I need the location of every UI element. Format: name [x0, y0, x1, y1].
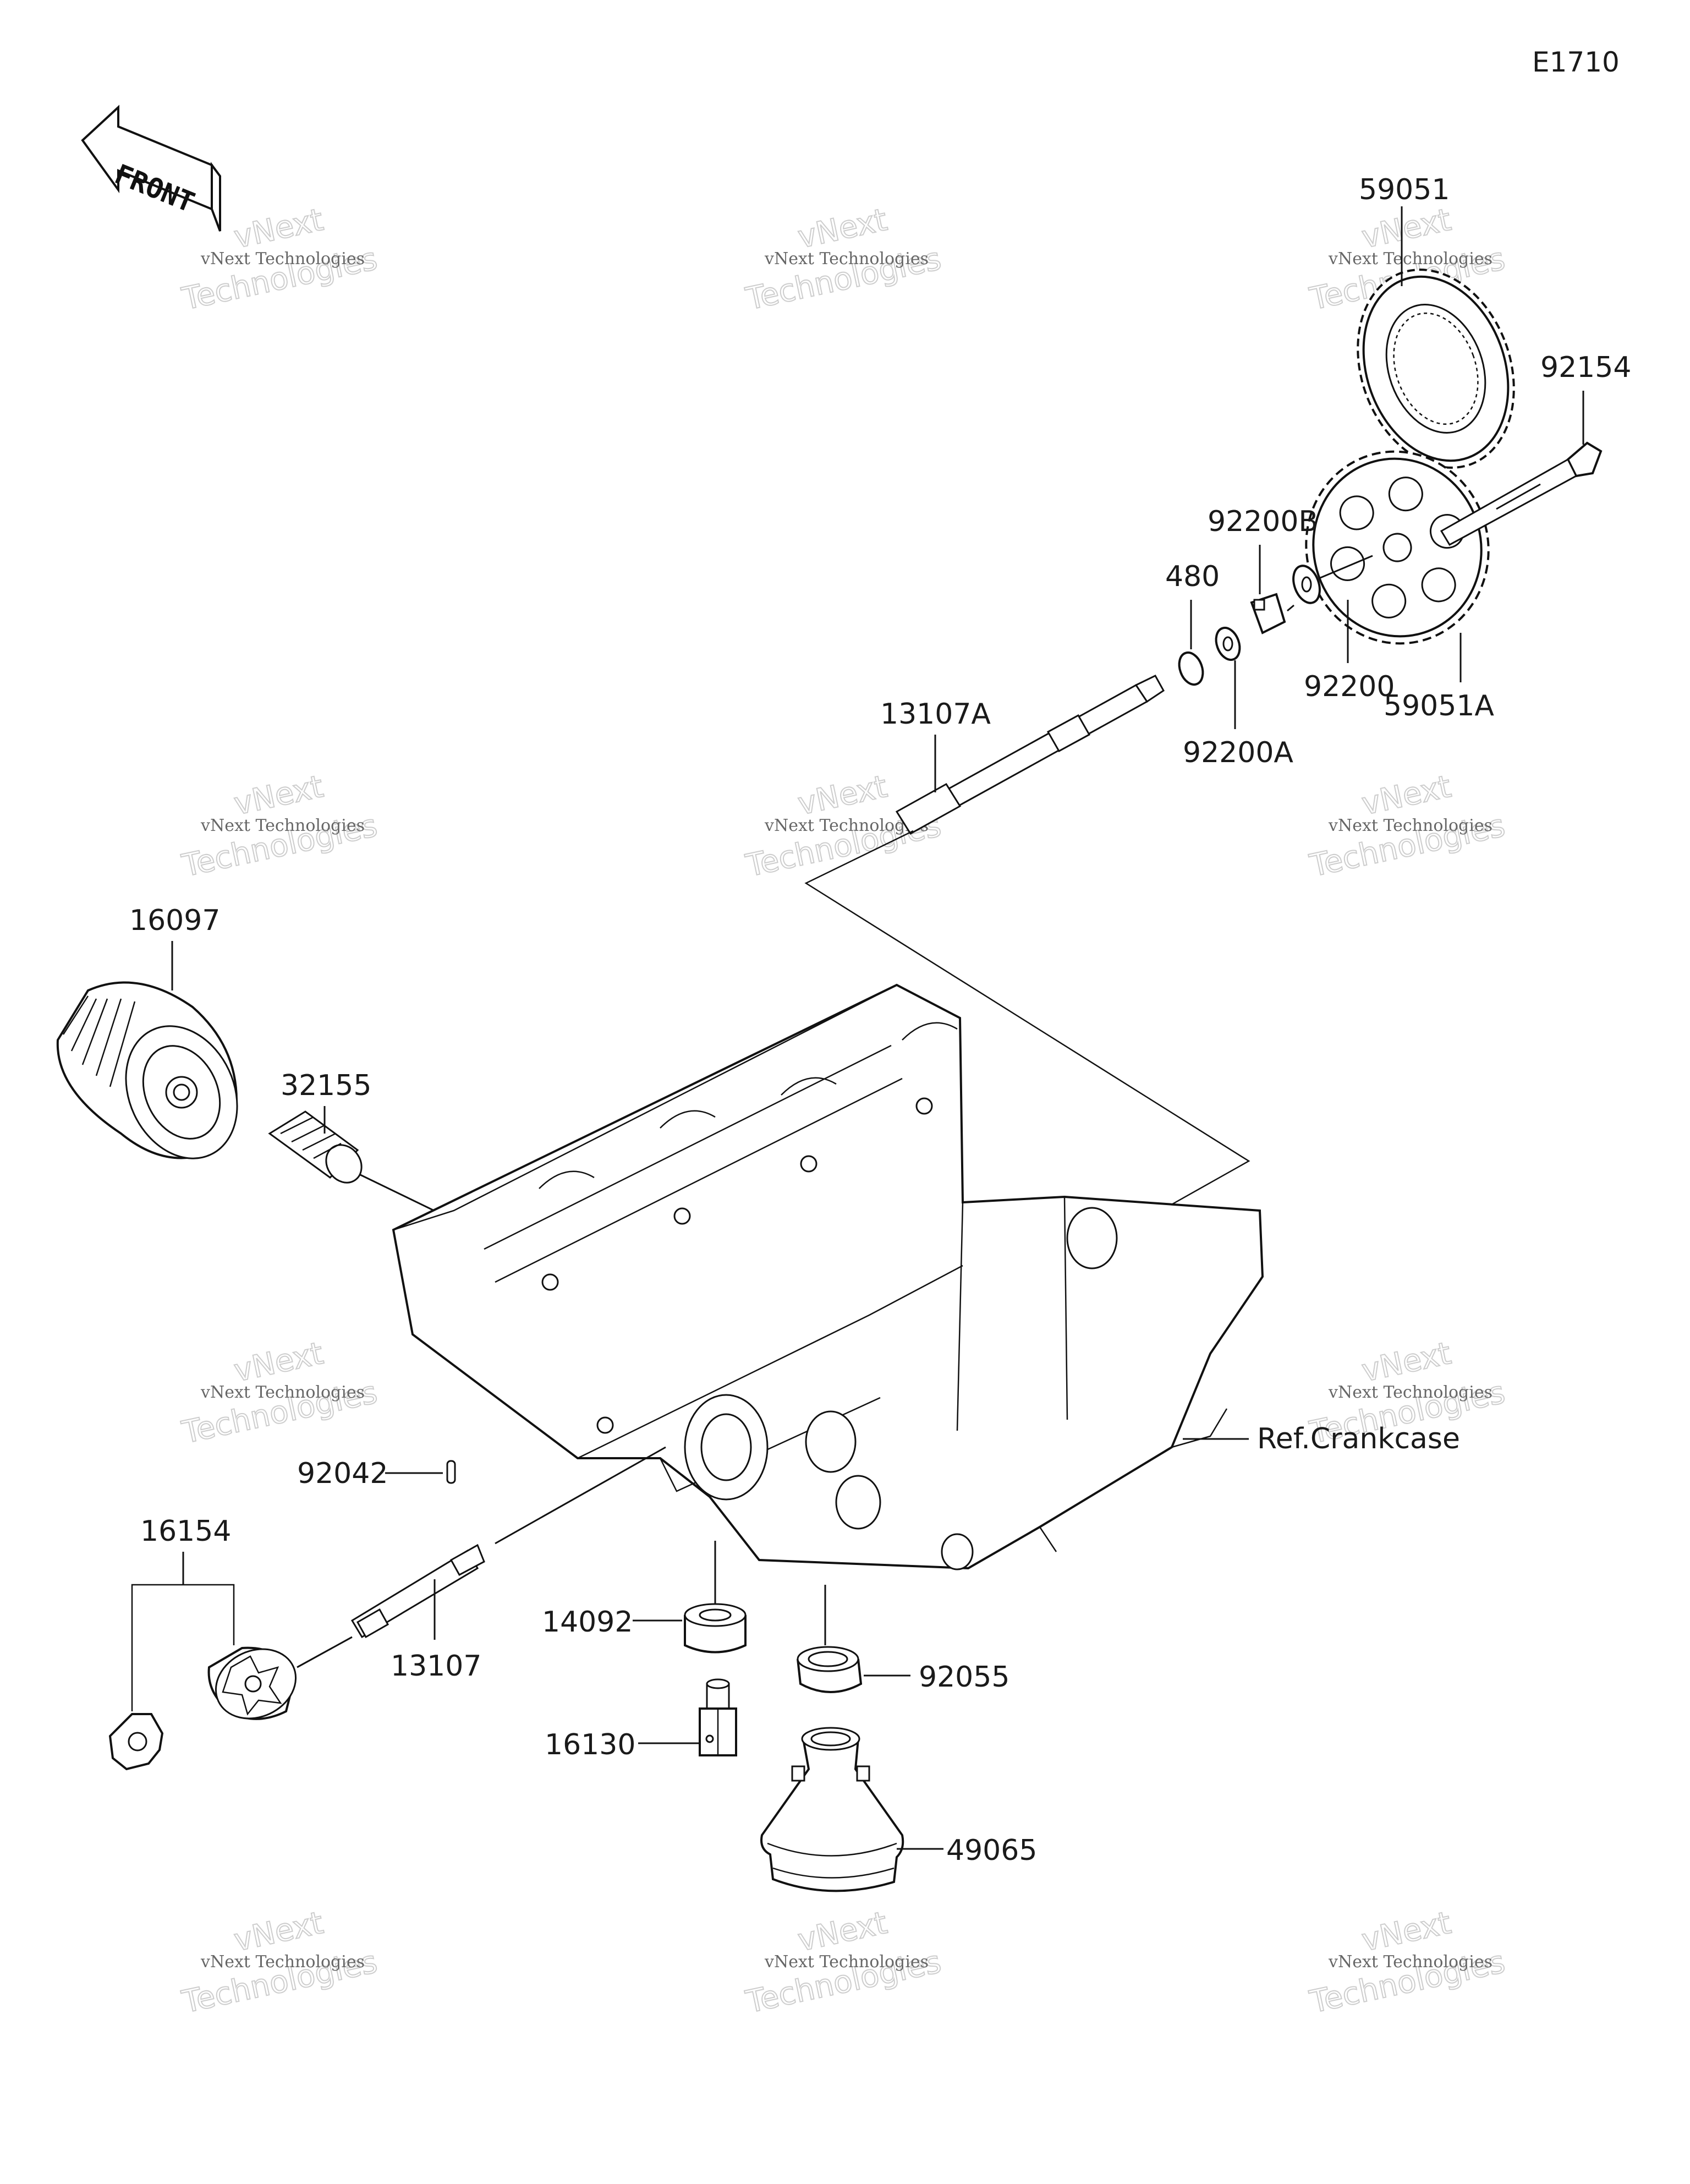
svg-text:vNext Technologies: vNext Technologies: [1328, 816, 1493, 835]
svg-text:vNext: vNext: [795, 202, 891, 256]
washer-92200[interactable]: [1288, 562, 1324, 607]
part-label-13107A[interactable]: 13107A: [880, 698, 991, 731]
front-arrow-icon: FRONT: [81, 105, 221, 232]
watermark: vNext Technologies vNext Technologies: [178, 1904, 381, 2021]
gear-59051[interactable]: [1331, 248, 1540, 490]
collar-14092[interactable]: [684, 1603, 747, 1654]
reference-crankcase-label[interactable]: Ref.Crankcase: [1257, 1422, 1460, 1455]
svg-text:vNext: vNext: [1359, 1905, 1455, 1959]
oil-strainer-49065[interactable]: [760, 1727, 904, 1892]
part-label-92200[interactable]: 92200: [1304, 670, 1395, 703]
svg-text:vNext Technologies: vNext Technologies: [200, 1383, 365, 1402]
part-label-13107[interactable]: 13107: [391, 1650, 481, 1683]
svg-text:vNext: vNext: [231, 769, 327, 823]
part-label-16097[interactable]: 16097: [129, 904, 220, 937]
relief-valve-16130[interactable]: [699, 1678, 737, 1756]
part-label-14092[interactable]: 14092: [542, 1606, 633, 1639]
part-label-92154[interactable]: 92154: [1540, 351, 1631, 384]
svg-text:vNext Technologies: vNext Technologies: [200, 816, 365, 835]
svg-text:vNext Technologies: vNext Technologies: [764, 1952, 929, 1972]
nipple-32155[interactable]: [268, 1110, 369, 1190]
part-label-92200A[interactable]: 92200A: [1183, 736, 1293, 769]
svg-text:vNext Technologies: vNext Technologies: [200, 249, 365, 269]
svg-text:vNext Technologies: vNext Technologies: [1328, 1952, 1493, 1972]
crankcase[interactable]: [392, 983, 1264, 1570]
shaft-13107A[interactable]: [895, 675, 1165, 835]
svg-text:vNext: vNext: [1359, 202, 1455, 256]
washer-92200A[interactable]: [1212, 625, 1244, 663]
svg-text:vNext: vNext: [231, 1905, 327, 1959]
part-label-16130[interactable]: 16130: [545, 1728, 635, 1761]
watermark: vNext Technologies vNext Technologies: [178, 201, 381, 318]
part-label-92055[interactable]: 92055: [919, 1661, 1009, 1694]
svg-text:vNext: vNext: [795, 1905, 891, 1959]
inner-rotor-16154[interactable]: [108, 1713, 164, 1771]
oil-filter-16097[interactable]: [56, 981, 258, 1176]
diagram-code: E1710: [1532, 46, 1620, 78]
svg-text:vNext: vNext: [231, 202, 327, 256]
shaft-13107[interactable]: [350, 1543, 485, 1639]
svg-text:vNext: vNext: [795, 769, 891, 823]
svg-text:vNext: vNext: [1359, 769, 1455, 823]
part-label-480[interactable]: 480: [1165, 560, 1220, 593]
part-label-92200B[interactable]: 92200B: [1208, 505, 1318, 538]
watermark: vNext Technologies vNext Technologies: [1306, 768, 1508, 885]
svg-text:vNext Technologies: vNext Technologies: [1328, 249, 1493, 269]
watermark: vNext Technologies vNext Technologies: [178, 1335, 381, 1452]
gear-59051A[interactable]: [1285, 431, 1510, 664]
part-label-92042[interactable]: 92042: [297, 1457, 388, 1490]
watermark: vNext Technologies vNext Technologies: [742, 1904, 945, 2021]
watermark: vNext Technologies vNext Technologies: [178, 768, 381, 885]
svg-text:vNext Technologies: vNext Technologies: [1328, 1383, 1493, 1402]
svg-text:vNext: vNext: [231, 1335, 327, 1389]
part-label-49065[interactable]: 49065: [946, 1834, 1037, 1867]
svg-text:vNext Technologies: vNext Technologies: [200, 1952, 365, 1972]
circlip-480[interactable]: [1175, 649, 1207, 688]
oil-pump-rotor-16154[interactable]: [205, 1636, 308, 1731]
washer-92200B[interactable]: [1250, 593, 1286, 634]
part-label-32155[interactable]: 32155: [281, 1069, 371, 1102]
watermark: vNext Technologies vNext Technologies: [1306, 1904, 1508, 2021]
dowel-92042[interactable]: [446, 1460, 456, 1484]
part-label-59051[interactable]: 59051: [1359, 173, 1450, 206]
svg-text:vNext Technologies: vNext Technologies: [764, 249, 929, 269]
svg-text:vNext: vNext: [1359, 1335, 1455, 1389]
oring-92055[interactable]: [797, 1646, 863, 1693]
watermark: vNext Technologies vNext Technologies: [742, 201, 945, 318]
part-label-59051A[interactable]: 59051A: [1384, 689, 1494, 722]
part-label-16154[interactable]: 16154: [140, 1515, 231, 1548]
